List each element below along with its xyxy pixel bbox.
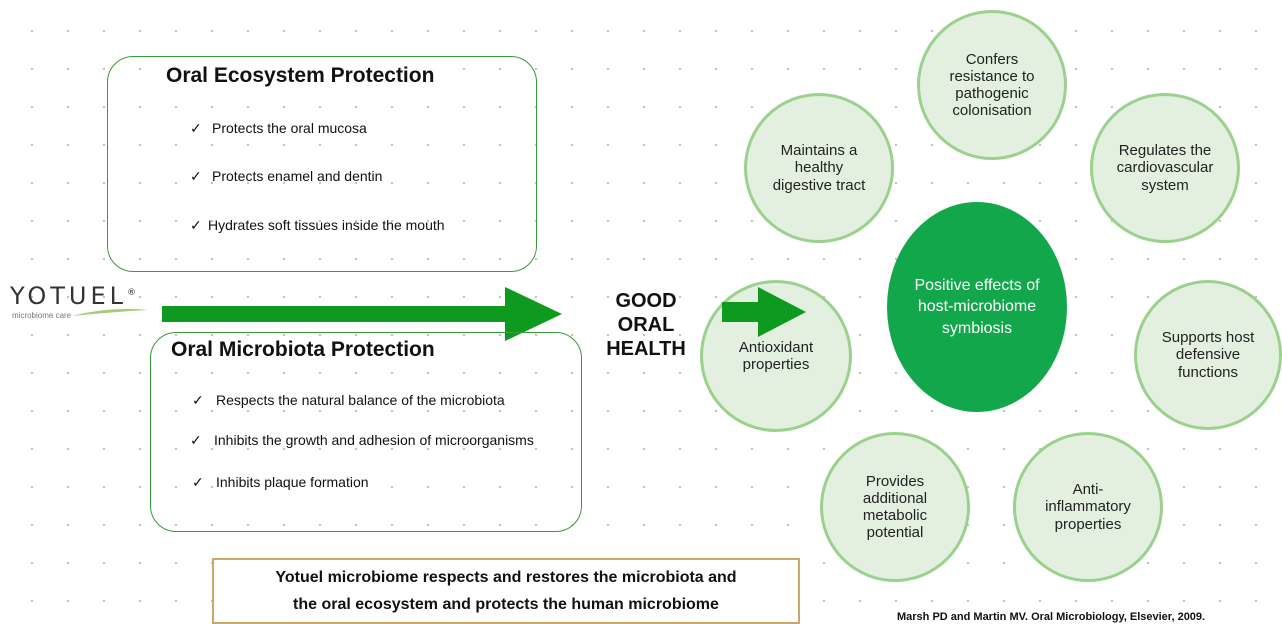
checkmark-icon: ✓ xyxy=(190,217,202,233)
microbiota-item: ✓Inhibits the growth and adhesion of mic… xyxy=(190,432,534,448)
effect-circle-resistance: Confers resistance to pathogenic colonis… xyxy=(917,10,1067,160)
ecosystem-box xyxy=(107,56,537,272)
citation: Marsh PD and Martin MV. Oral Microbiolog… xyxy=(897,611,1206,623)
summary-banner: Yotuel microbiome respects and restores … xyxy=(212,558,800,624)
effect-circle-digestive: Maintains a healthy digestive tract xyxy=(744,93,894,243)
good-oral-health-label: GOOD ORAL HEALTH xyxy=(606,290,686,360)
logo-tagline: microbiome care xyxy=(12,311,72,320)
checkmark-icon: ✓ xyxy=(190,432,202,448)
effect-circle-anti-inflammatory: Anti- inflammatory properties xyxy=(1013,432,1163,582)
ecosystem-item: ✓Hydrates soft tissues inside the mouth xyxy=(190,217,445,233)
effect-circle-metabolic: Provides additional metabolic potential xyxy=(820,432,970,582)
effect-circle-defensive: Supports host defensive functions xyxy=(1134,280,1282,430)
small-arrow-icon xyxy=(722,287,806,337)
microbiota-box xyxy=(150,332,582,532)
ecosystem-title: Oral Ecosystem Protection xyxy=(162,64,439,88)
checkmark-icon: ✓ xyxy=(190,120,202,136)
microbiota-item: ✓Inhibits plaque formation xyxy=(192,474,369,490)
microbiota-title: Oral Microbiota Protection xyxy=(165,338,441,362)
ecosystem-item: ✓Protects enamel and dentin xyxy=(190,168,383,184)
effect-circle-cardiovascular: Regulates the cardiovascular system xyxy=(1090,93,1240,243)
microbiota-item: ✓Respects the natural balance of the mic… xyxy=(192,392,505,408)
checkmark-icon: ✓ xyxy=(192,474,204,490)
yotuel-logo: YOTUEL® xyxy=(10,282,136,310)
center-circle: Positive effects of host-microbiome symb… xyxy=(887,202,1067,412)
ecosystem-item: ✓Protects the oral mucosa xyxy=(190,120,367,136)
logo-swoosh xyxy=(72,308,148,316)
checkmark-icon: ✓ xyxy=(190,168,202,184)
big-arrow-icon xyxy=(162,287,562,341)
checkmark-icon: ✓ xyxy=(192,392,204,408)
